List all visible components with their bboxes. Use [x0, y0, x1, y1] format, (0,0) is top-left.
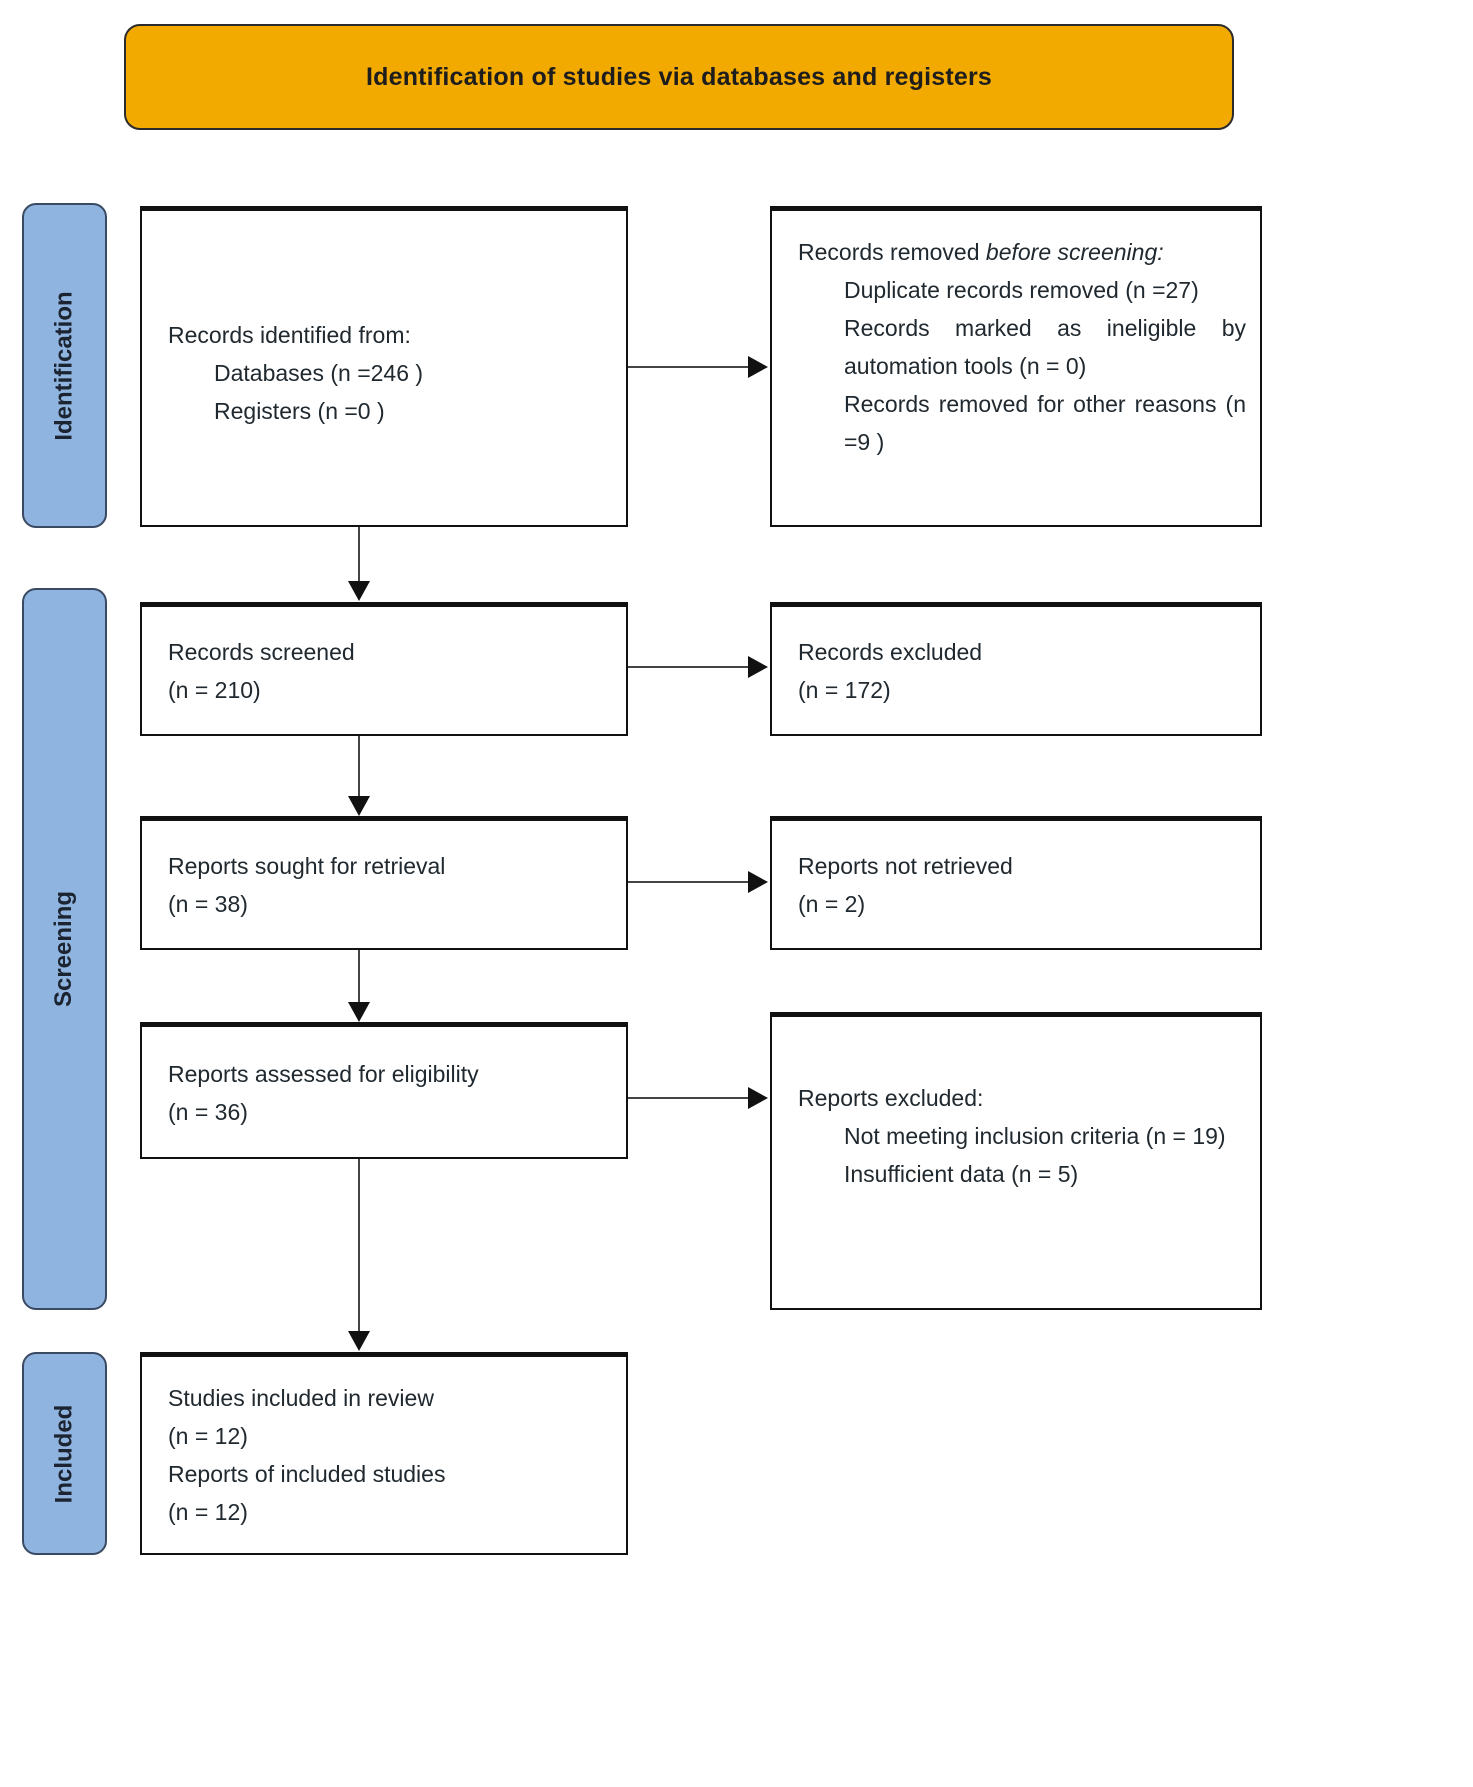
- arrow-assessed-to-reports-excluded: [628, 1087, 770, 1109]
- records-removed-heading-a: Records removed: [798, 239, 986, 265]
- records-identified-databases: Databases (n =246 ): [214, 360, 424, 386]
- diagram-header-banner: Identification of studies via databases …: [124, 24, 1234, 130]
- box-records-identified: Records identified from: Databases (n =2…: [140, 206, 628, 527]
- box-studies-included: Studies included in review (n = 12) Repo…: [140, 1352, 628, 1555]
- box-studies-included-text: Studies included in review (n = 12) Repo…: [168, 1379, 612, 1531]
- box-reports-excluded: Reports excluded: Not meeting inclusion …: [770, 1012, 1262, 1310]
- reports-assessed-count: (n = 36): [168, 1099, 248, 1125]
- arrow-sought-to-not-retrieved: [628, 871, 770, 893]
- records-removed-heading: Records removed before screening:: [798, 239, 1164, 265]
- phase-label-screening: Screening: [22, 588, 107, 1310]
- box-reports-not-retrieved-text: Reports not retrieved (n = 2): [798, 847, 1246, 923]
- box-records-excluded: Records excluded (n = 172): [770, 602, 1262, 736]
- records-removed-heading-colon: :: [1157, 239, 1164, 265]
- box-reports-assessed: Reports assessed for eligibility (n = 36…: [140, 1022, 628, 1159]
- reports-not-retrieved-label: Reports not retrieved: [798, 853, 1013, 879]
- records-excluded-count: (n = 172): [798, 677, 891, 703]
- records-screened-label: Records screened: [168, 639, 355, 665]
- diagram-title: Identification of studies via databases …: [365, 62, 993, 91]
- reports-not-retrieved-count: (n = 2): [798, 891, 866, 917]
- reports-included-label: Reports of included studies: [168, 1461, 446, 1487]
- reports-included-count: (n = 12): [168, 1499, 248, 1525]
- phase-label-screening-text: Screening: [50, 890, 78, 1008]
- arrow-sought-to-assessed: [348, 950, 370, 1024]
- box-reports-sought-text: Reports sought for retrieval (n = 38): [168, 847, 612, 923]
- box-records-screened-text: Records screened (n = 210): [168, 633, 612, 709]
- reports-assessed-label: Reports assessed for eligibility: [168, 1061, 479, 1087]
- studies-included-count: (n = 12): [168, 1423, 248, 1449]
- reports-excluded-insufficient: Insufficient data (n = 5): [844, 1161, 1079, 1187]
- reports-excluded-criteria: Not meeting inclusion criteria (n = 19): [844, 1123, 1226, 1149]
- arrow-identified-to-removed: [628, 356, 770, 378]
- box-records-removed: Records removed before screening: Duplic…: [770, 206, 1262, 527]
- phase-label-identification: Identification: [22, 203, 107, 528]
- records-removed-other: Records removed for other reasons (n =9 …: [844, 391, 1246, 455]
- phase-label-identification-text: Identification: [50, 290, 78, 441]
- arrow-screened-to-excluded: [628, 656, 770, 678]
- reports-sought-label: Reports sought for retrieval: [168, 853, 446, 879]
- records-excluded-label: Records excluded: [798, 639, 983, 665]
- arrow-screened-to-sought: [348, 736, 370, 818]
- box-records-removed-text: Records removed before screening: Duplic…: [798, 233, 1246, 461]
- studies-included-label: Studies included in review: [168, 1385, 434, 1411]
- records-identified-registers: Registers (n =0 ): [214, 398, 385, 424]
- box-reports-excluded-text: Reports excluded: Not meeting inclusion …: [798, 1079, 1246, 1193]
- box-reports-not-retrieved: Reports not retrieved (n = 2): [770, 816, 1262, 950]
- records-removed-duplicates: Duplicate records removed (n =27): [844, 277, 1199, 303]
- box-records-excluded-text: Records excluded (n = 172): [798, 633, 1246, 709]
- box-records-identified-text: Records identified from: Databases (n =2…: [168, 316, 612, 430]
- reports-excluded-heading: Reports excluded:: [798, 1085, 984, 1111]
- phase-label-included-text: Included: [50, 1404, 78, 1503]
- box-reports-assessed-text: Reports assessed for eligibility (n = 36…: [168, 1055, 612, 1131]
- records-removed-heading-emphasis: before screening: [985, 239, 1158, 265]
- box-reports-sought: Reports sought for retrieval (n = 38): [140, 816, 628, 950]
- records-removed-automation: Records marked as ineligible by automati…: [844, 315, 1246, 379]
- reports-sought-count: (n = 38): [168, 891, 248, 917]
- phase-label-included: Included: [22, 1352, 107, 1555]
- arrow-identified-to-screened: [348, 527, 370, 602]
- records-identified-line1: Records identified from:: [168, 322, 411, 348]
- arrow-assessed-to-included: [348, 1159, 370, 1354]
- records-screened-count: (n = 210): [168, 677, 261, 703]
- box-records-screened: Records screened (n = 210): [140, 602, 628, 736]
